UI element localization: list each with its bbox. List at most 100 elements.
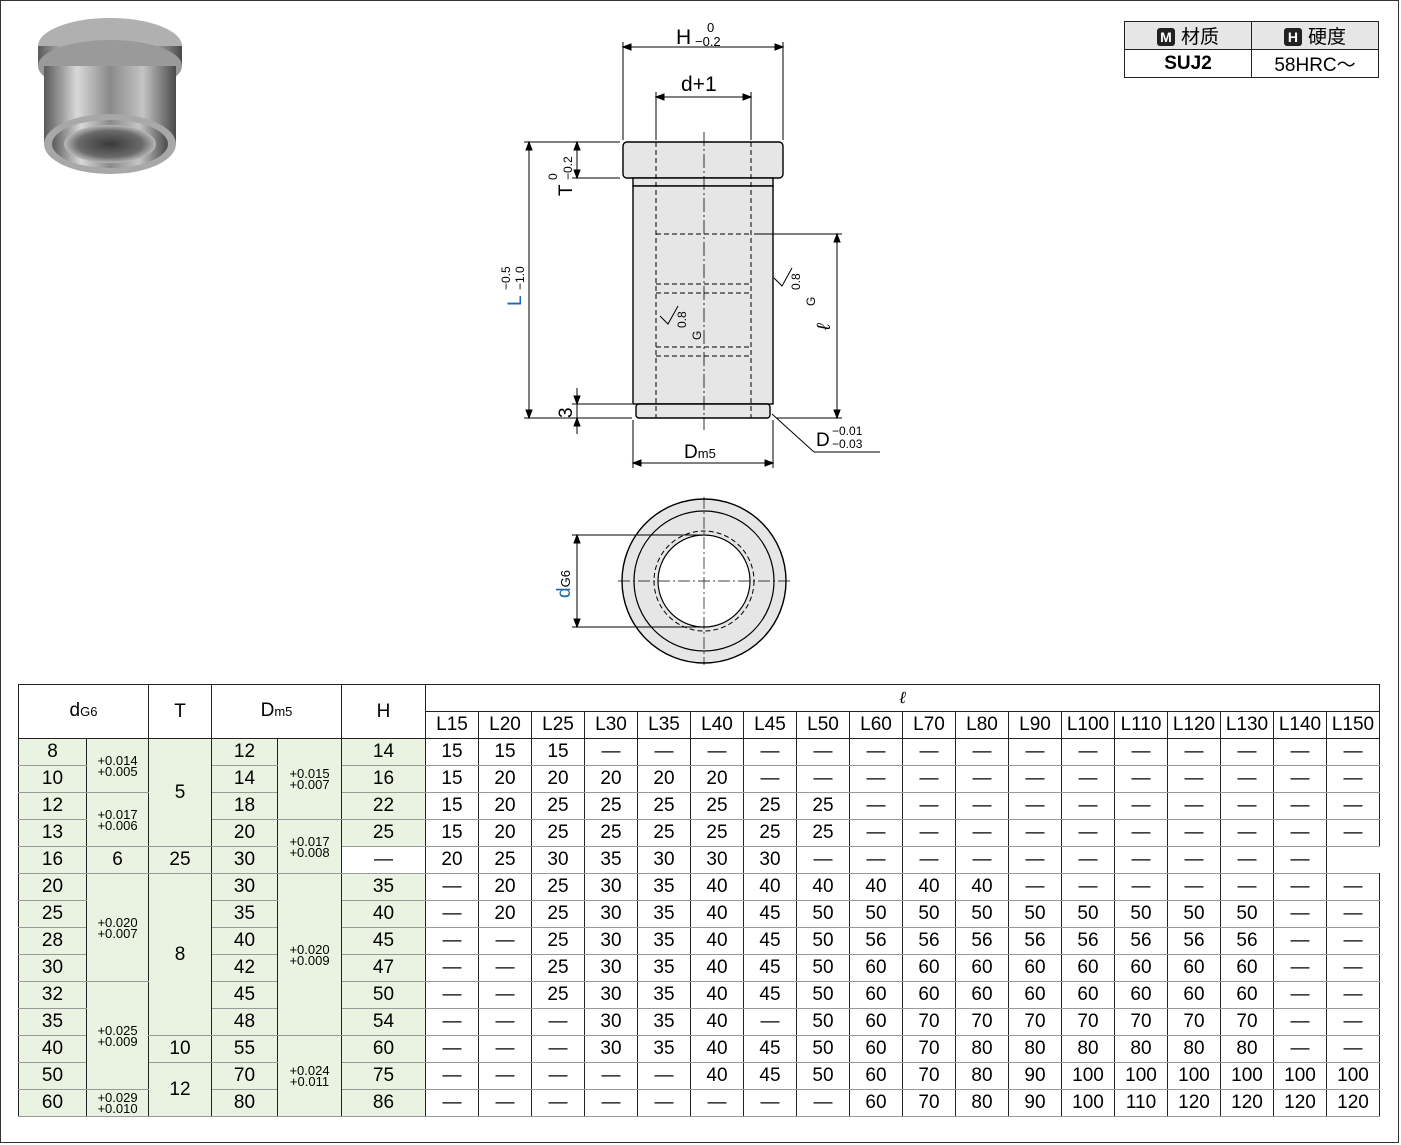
hidden-lines — [655, 142, 752, 418]
cell-l-value: 20 — [478, 873, 532, 901]
d-chamfer-label: D — [816, 430, 830, 451]
cell-l-value: 80 — [1167, 1035, 1221, 1063]
cell-l-value: 60 — [902, 981, 956, 1009]
cell-h: 16 — [341, 765, 426, 793]
cell-l-value: 25 — [690, 819, 744, 847]
cell-l-value: 35 — [584, 846, 638, 874]
cell-l-value: — — [584, 1089, 638, 1117]
dg6-dimension — [572, 533, 704, 629]
t-dimension — [572, 140, 620, 180]
cell-l-value: — — [1326, 954, 1380, 982]
cell-l-value: — — [1114, 738, 1168, 766]
d-tol-upper: −0.01 — [832, 424, 863, 438]
cell-l-value: 50 — [1167, 900, 1221, 928]
cell-l-value: — — [1061, 792, 1115, 820]
cell-l-value: 50 — [849, 900, 903, 928]
cell-l-value: 20 — [478, 900, 532, 928]
cell-dm5: 25 — [148, 846, 212, 874]
cell-dg6: 8 — [18, 738, 87, 766]
cell-dg6: 16 — [18, 846, 87, 874]
cell-l-value: 40 — [849, 873, 903, 901]
cell-l-value: — — [1326, 1008, 1380, 1036]
cell-l-value: — — [478, 954, 532, 982]
cell-l-value: 25 — [531, 792, 585, 820]
cell-h: 60 — [341, 1035, 426, 1063]
col-header-ell: ℓ — [425, 684, 1380, 712]
cell-dm5: 80 — [211, 1089, 278, 1117]
cell-l-value: 56 — [1220, 927, 1274, 955]
cell-l-value: 70 — [902, 1062, 956, 1090]
cell-dg6: 10 — [18, 765, 87, 793]
cell-l-value: — — [1273, 981, 1327, 1009]
cell-l-value: — — [955, 738, 1009, 766]
cell-l-value: 40 — [690, 1062, 744, 1090]
cell-l-value: 25 — [584, 819, 638, 847]
cell-l-value: — — [902, 765, 956, 793]
cell-l-value: 50 — [796, 1035, 850, 1063]
cell-l-value: — — [1273, 1008, 1327, 1036]
cell-l-value: 30 — [584, 1035, 638, 1063]
cell-l-value: — — [1326, 792, 1380, 820]
cell-l-value: — — [1326, 1035, 1380, 1063]
cell-h: 86 — [341, 1089, 426, 1117]
hardness-badge-icon: H — [1283, 28, 1302, 46]
t-label: T — [556, 184, 577, 196]
cell-l-value: 60 — [1008, 981, 1062, 1009]
cell-l-value: — — [341, 846, 426, 874]
cell-l-value: — — [425, 1035, 479, 1063]
cell-t: 8 — [148, 873, 212, 1036]
cell-l-value: 100 — [1273, 1062, 1327, 1090]
cell-l-value: — — [796, 846, 850, 874]
cell-dg6: 20 — [18, 873, 87, 901]
roughness-value-2: 0.8 — [675, 311, 689, 328]
cell-l-value: — — [796, 738, 850, 766]
cell-dg6-tol: +0.029+0.010 — [86, 1089, 149, 1117]
cell-l-value: — — [478, 981, 532, 1009]
d1-label: d+1 — [681, 73, 717, 96]
cell-dg6: 35 — [18, 1008, 87, 1036]
ell-label: ℓ — [814, 323, 835, 331]
cell-l-value: 40 — [690, 1035, 744, 1063]
cell-l-value: 40 — [796, 873, 850, 901]
cell-l-value: — — [1167, 765, 1221, 793]
cell-l-value: 50 — [796, 927, 850, 955]
cell-l-value: 25 — [743, 792, 797, 820]
cell-l-value: — — [1273, 927, 1327, 955]
cell-l-value: 30 — [637, 846, 691, 874]
cell-l-value: — — [796, 1089, 850, 1117]
col-header-l: L15 — [425, 711, 479, 739]
cell-l-value: — — [1326, 819, 1380, 847]
col-header-l: L60 — [849, 711, 903, 739]
cell-l-value: 25 — [796, 819, 850, 847]
cell-l-value: — — [1008, 792, 1062, 820]
cell-t: 6 — [86, 846, 149, 874]
bushing-side-view — [622, 141, 784, 419]
col-header-t: T — [148, 684, 212, 739]
cell-l-value: 90 — [1008, 1062, 1062, 1090]
cell-l-value: 40 — [690, 873, 744, 901]
cell-l-value: 100 — [1220, 1062, 1274, 1090]
cell-l-value: — — [902, 819, 956, 847]
cell-l-value: 25 — [531, 900, 585, 928]
cell-l-value: 80 — [1061, 1035, 1115, 1063]
cell-dm5: 42 — [211, 954, 278, 982]
col-header-h: H — [341, 684, 426, 739]
cell-l-value: 80 — [1220, 1035, 1274, 1063]
cell-l-value: — — [584, 1062, 638, 1090]
cell-l-value: 80 — [955, 1089, 1009, 1117]
cell-l-value: 80 — [955, 1062, 1009, 1090]
l-tol-upper: −0.5 — [499, 266, 513, 290]
cell-l-value: — — [1326, 765, 1380, 793]
d-tol-lower: −0.03 — [832, 437, 863, 451]
cell-l-value: 25 — [584, 792, 638, 820]
cell-h: 54 — [341, 1008, 426, 1036]
cell-l-value: 80 — [1008, 1035, 1062, 1063]
cell-dm5: 55 — [211, 1035, 278, 1063]
cell-l-value: 25 — [531, 981, 585, 1009]
cell-l-value: — — [1008, 765, 1062, 793]
